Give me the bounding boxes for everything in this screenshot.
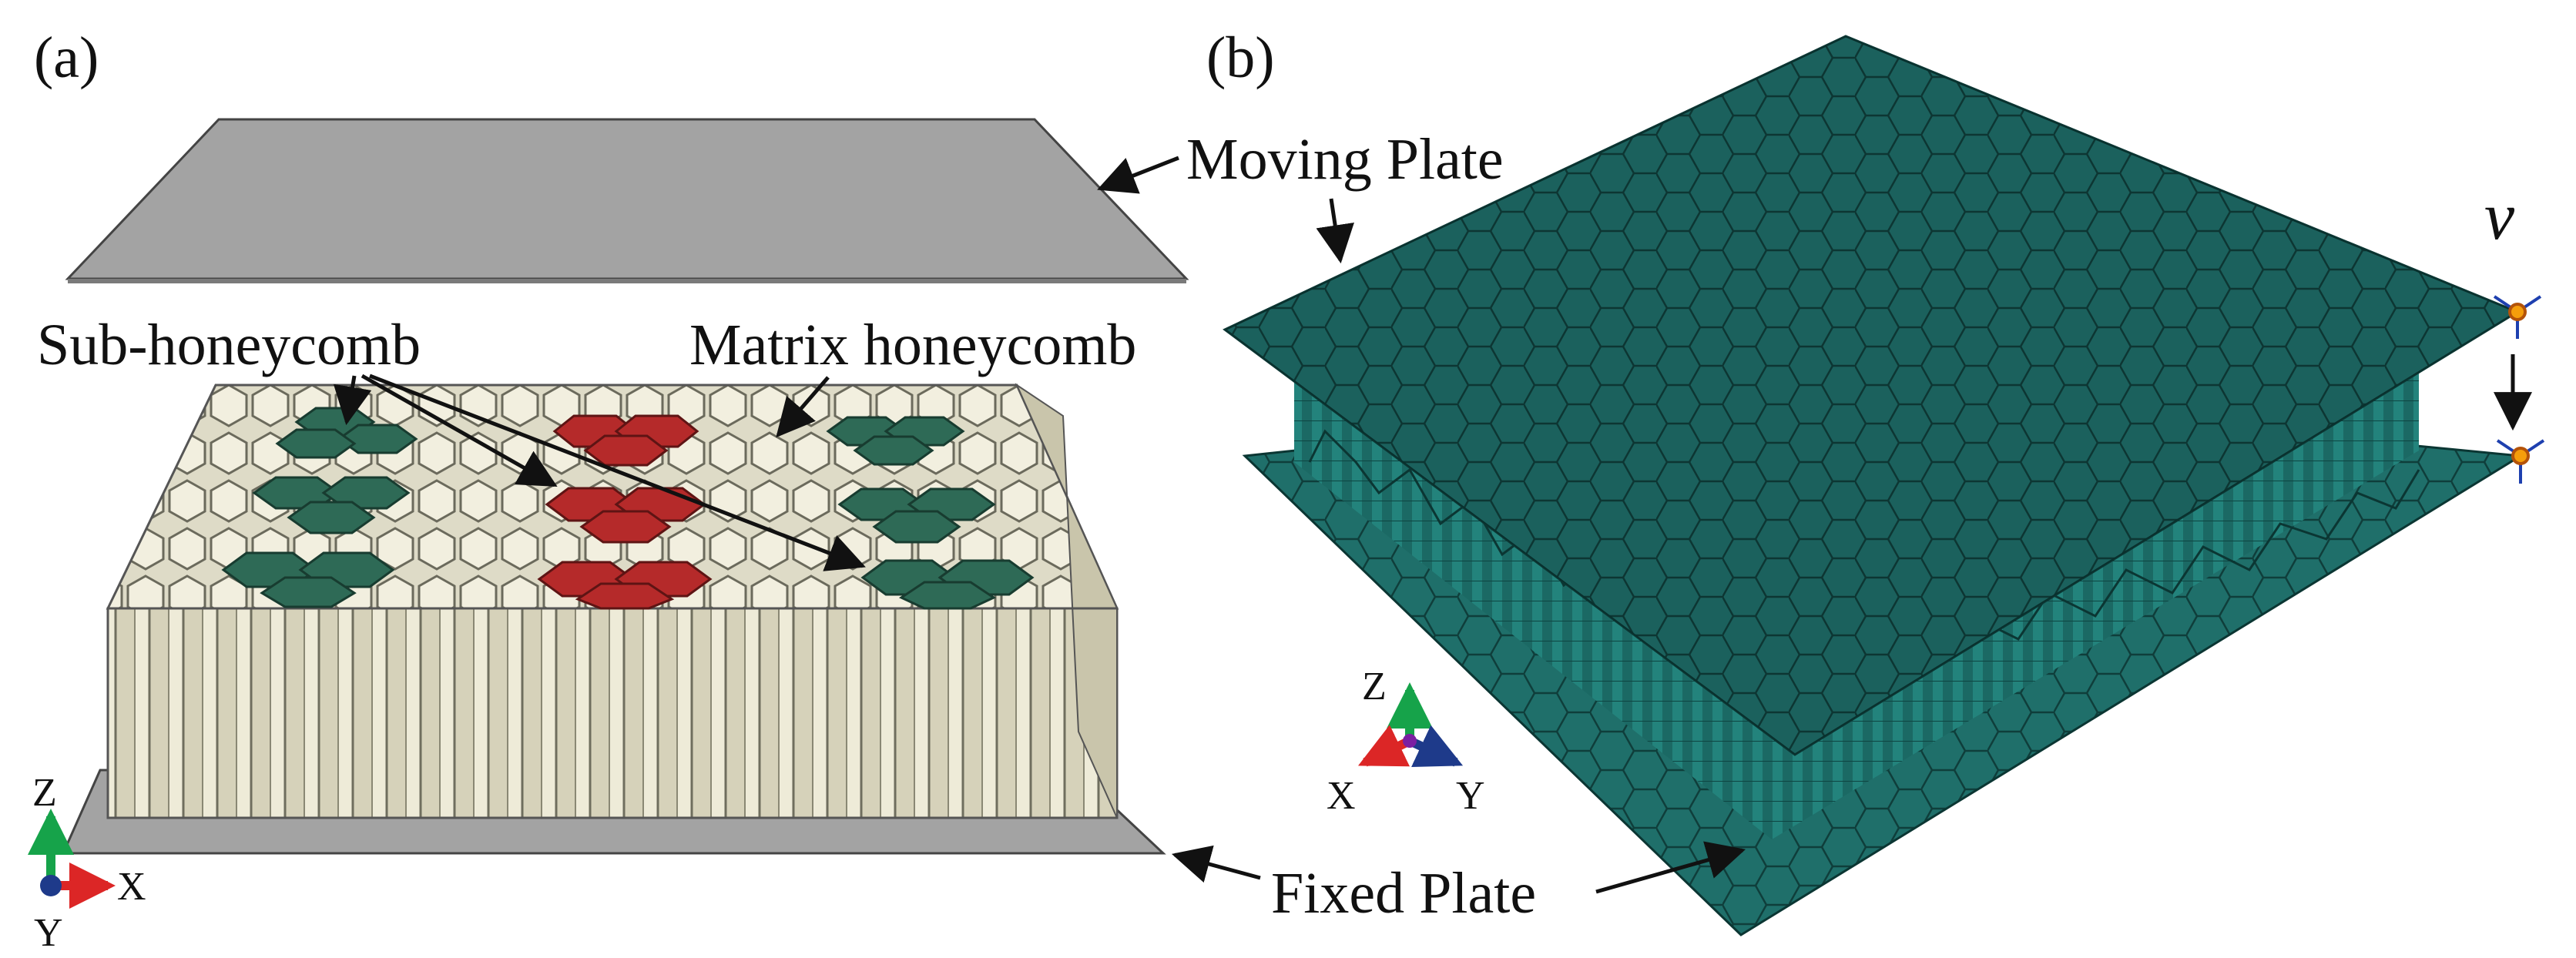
- honeycomb-core-front-right: [1772, 370, 2419, 839]
- axis-a-y-label: Y: [34, 911, 63, 955]
- velocity-marker-top: [2493, 295, 2542, 339]
- sub-honeycomb-green-cluster-2: [252, 476, 411, 534]
- axis-b-x-arrow: [1357, 725, 1412, 767]
- moving-plate-arrow-a: [1097, 156, 1179, 194]
- axis-a-z-label: Z: [32, 771, 57, 815]
- panel-b-label: (b): [1206, 25, 1275, 90]
- moving-plate-a-edge: [68, 279, 1186, 283]
- sub-honeycomb-label: Sub-honeycomb: [37, 313, 421, 377]
- sub-honeycomb-arrow-1: [333, 375, 372, 426]
- fixed-plate-arrow-b: [1595, 841, 1746, 894]
- axis-b-x-label: X: [1327, 774, 1356, 818]
- panel-a: (a): [28, 25, 1189, 955]
- honeycomb-front-face: [106, 607, 1119, 819]
- sub-honeycomb-arrow-2: [361, 373, 558, 487]
- axis-b-y-arrow: [1407, 725, 1464, 768]
- moving-plate-b-shade: [1225, 36, 2517, 755]
- sub-honeycomb-red-cluster-1: [552, 414, 699, 467]
- sub-honeycomb-red-cluster-2: [545, 487, 706, 544]
- moving-plate-label: Moving Plate: [1186, 127, 1504, 192]
- velocity-label: v: [2484, 179, 2515, 254]
- panel-a-label: (a): [34, 25, 99, 90]
- axis-triad-a: Z X Y: [28, 771, 146, 955]
- axis-b-origin: [1403, 734, 1417, 748]
- sub-honeycomb-green-cluster-6: [860, 559, 1035, 610]
- moving-plate-a: [65, 118, 1189, 280]
- sub-honeycomb-arrow-3: [369, 373, 866, 571]
- fixed-marker-bottom: [2496, 439, 2545, 484]
- matrix-honeycomb-label: Matrix honeycomb: [689, 313, 1136, 377]
- fixed-plate-arrow-a: [1171, 845, 1261, 883]
- sub-honeycomb-green-cluster-3: [221, 551, 395, 608]
- fixed-plate-label: Fixed Plate: [1271, 861, 1536, 926]
- axis-triad-b: Z X Y: [1327, 665, 1485, 818]
- sub-honeycomb-red-cluster-3: [537, 561, 713, 610]
- axis-b-z-label: Z: [1362, 665, 1387, 708]
- sub-honeycomb-green-cluster-5: [837, 487, 996, 544]
- matrix-honeycomb-arrow: [776, 376, 830, 438]
- honeycomb-right-face: [1015, 383, 1118, 819]
- panel-b: (b) v Moving Plate Fixed Plate: [1097, 25, 2545, 936]
- sub-honeycomb-green-cluster-4: [826, 416, 965, 466]
- axis-b-y-label: Y: [1456, 774, 1485, 818]
- moving-plate-arrow-b: [1316, 198, 1354, 264]
- axis-a-y-dot: [40, 875, 62, 896]
- axis-a-x-label: X: [117, 865, 146, 909]
- honeycomb-block: [106, 383, 1119, 819]
